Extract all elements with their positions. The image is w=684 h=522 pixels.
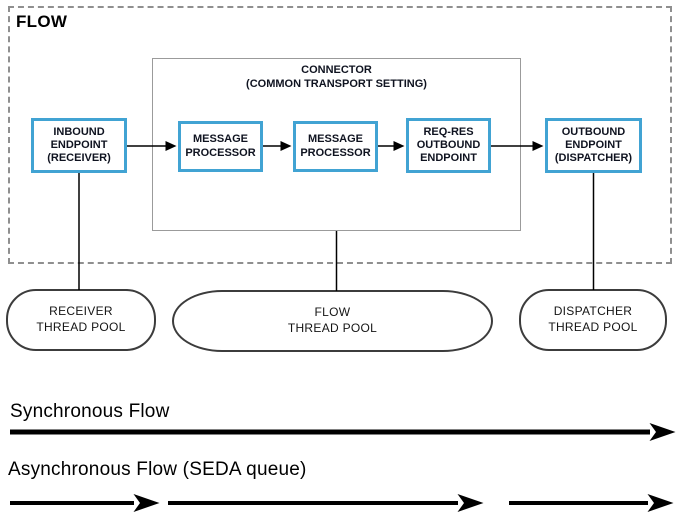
connector-subtitle: (COMMON TRANSPORT SETTING) (246, 78, 427, 91)
node-message-processor-1: MESSAGE PROCESSOR (178, 121, 263, 172)
pool-dispatcher-thread-label: DISPATCHER THREAD POOL (548, 304, 638, 334)
connector-header: CONNECTOR (COMMON TRANSPORT SETTING) (153, 63, 520, 92)
connector-box: CONNECTOR (COMMON TRANSPORT SETTING) (152, 58, 521, 231)
pool-flow-thread-label: FLOW THREAD POOL (287, 305, 378, 335)
flow-title: FLOW (16, 12, 68, 31)
node-inbound-endpoint: INBOUND ENDPOINT (RECEIVER) (31, 118, 127, 173)
pool-receiver-thread: RECEIVER THREAD POOL (6, 289, 156, 351)
node-reqres-outbound-endpoint-label: REQ-RES OUTBOUND ENDPOINT (416, 125, 481, 165)
node-message-processor-2: MESSAGE PROCESSOR (293, 121, 378, 172)
pool-dispatcher-thread: DISPATCHER THREAD POOL (519, 289, 667, 351)
pool-receiver-thread-label: RECEIVER THREAD POOL (36, 304, 126, 334)
legend-asynchronous-label: Asynchronous Flow (SEDA queue) (8, 459, 307, 480)
flow-boundary: FLOW (8, 6, 672, 264)
connector-title: CONNECTOR (301, 64, 372, 76)
pool-flow-thread: FLOW THREAD POOL (172, 290, 493, 352)
node-outbound-endpoint-label: OUTBOUND ENDPOINT (DISPATCHER) (554, 125, 633, 165)
legend-synchronous-label: Synchronous Flow (10, 401, 170, 422)
node-reqres-outbound-endpoint: REQ-RES OUTBOUND ENDPOINT (406, 118, 491, 173)
node-message-processor-2-label: MESSAGE PROCESSOR (300, 133, 371, 159)
node-inbound-endpoint-label: INBOUND ENDPOINT (RECEIVER) (47, 125, 111, 165)
node-outbound-endpoint: OUTBOUND ENDPOINT (DISPATCHER) (545, 118, 642, 173)
node-message-processor-1-label: MESSAGE PROCESSOR (185, 133, 256, 159)
